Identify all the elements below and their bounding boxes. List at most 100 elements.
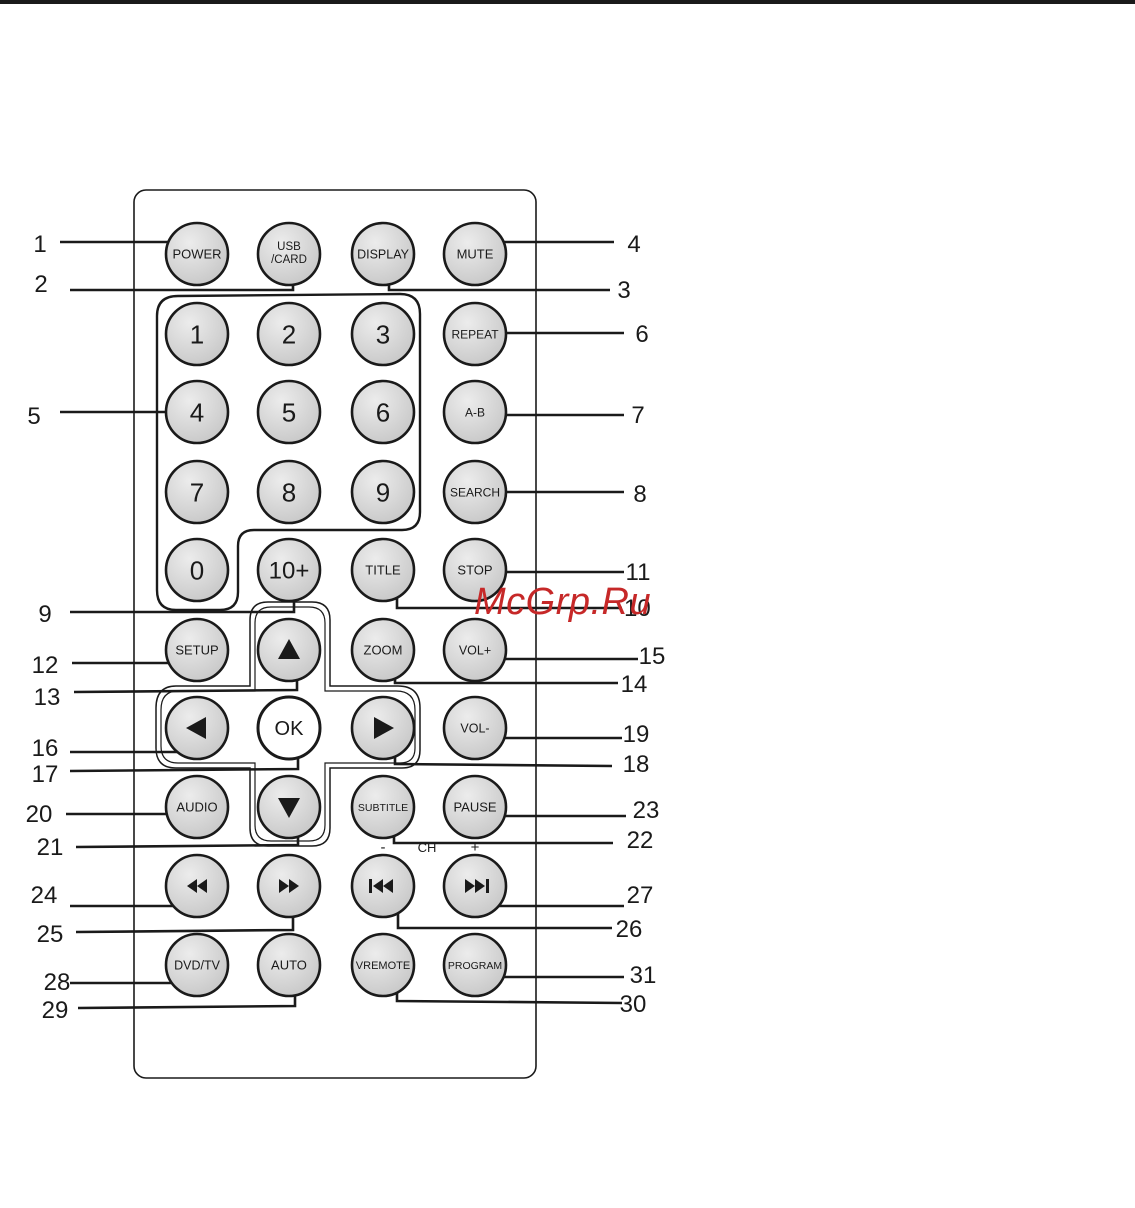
mute-button[interactable]: MUTE — [444, 223, 506, 285]
callout-number-12: 12 — [32, 652, 59, 679]
ten-plus-button-label: 10+ — [269, 558, 310, 585]
digit-1-button[interactable]: 1 — [166, 303, 228, 365]
ok-button[interactable]: OK — [258, 697, 320, 759]
ten-plus-button[interactable]: 10+ — [258, 539, 320, 601]
callout-number-21: 21 — [37, 834, 64, 861]
callout-number-30: 30 — [620, 991, 647, 1018]
digit-2-button[interactable]: 2 — [258, 303, 320, 365]
callout-number-28: 28 — [44, 969, 71, 996]
callout-number-19: 19 — [623, 721, 650, 748]
callout-number-29: 29 — [42, 997, 69, 1024]
watermark: McGrp.Ru — [474, 583, 651, 621]
subtitle-button-label: SUBTITLE — [358, 802, 408, 814]
ch-minus-mark: - — [381, 839, 386, 856]
auto-button-label: AUTO — [271, 958, 307, 973]
display-button[interactable]: DISPLAY — [352, 223, 414, 285]
zoom-button[interactable]: ZOOM — [352, 619, 414, 681]
ch-label: CH — [418, 840, 437, 855]
callout-number-2: 2 — [34, 271, 47, 298]
arrow-right-button[interactable] — [352, 697, 414, 759]
audio-button-label: AUDIO — [176, 800, 217, 815]
callout-number-26: 26 — [616, 916, 643, 943]
callout-number-7: 7 — [631, 402, 644, 429]
digit-7-button-label: 7 — [190, 477, 204, 507]
callout-number-31: 31 — [630, 962, 657, 989]
ch-next-button[interactable] — [444, 855, 506, 917]
callout-number-24: 24 — [31, 882, 58, 909]
arrow-down-button[interactable] — [258, 776, 320, 838]
subtitle-button[interactable]: SUBTITLE — [352, 776, 414, 838]
digit-2-button-label: 2 — [282, 319, 296, 349]
audio-button[interactable]: AUDIO — [166, 776, 228, 838]
digit-4-button[interactable]: 4 — [166, 381, 228, 443]
callout-number-23: 23 — [633, 797, 660, 824]
arrow-left-button[interactable] — [166, 697, 228, 759]
digit-6-button[interactable]: 6 — [352, 381, 414, 443]
digit-3-button[interactable]: 3 — [352, 303, 414, 365]
callout-number-14: 14 — [621, 671, 648, 698]
pause-button[interactable]: PAUSE — [444, 776, 506, 838]
callout-number-27: 27 — [627, 882, 654, 909]
callout-number-6: 6 — [635, 321, 648, 348]
callout-number-1: 1 — [33, 231, 46, 258]
digit-8-button-label: 8 — [282, 477, 296, 507]
program-button[interactable]: PROGRAM — [444, 934, 506, 996]
fast-forward-button[interactable] — [258, 855, 320, 917]
ok-button-label: OK — [275, 718, 305, 740]
callout-number-18: 18 — [623, 751, 650, 778]
vremote-button-label: VREMOTE — [356, 960, 410, 972]
digit-6-button-label: 6 — [376, 397, 390, 427]
setup-button[interactable]: SETUP — [166, 619, 228, 681]
callout-number-16: 16 — [32, 735, 59, 762]
dvd-tv-button-label: DVD/TV — [174, 959, 221, 973]
digit-4-button-label: 4 — [190, 397, 204, 427]
arrow-up-button[interactable] — [258, 619, 320, 681]
ch-plus-mark: + — [471, 839, 480, 856]
ch-prev-button[interactable] — [352, 855, 414, 917]
digit-9-button[interactable]: 9 — [352, 461, 414, 523]
search-button[interactable]: SEARCH — [444, 461, 506, 523]
digit-7-button[interactable]: 7 — [166, 461, 228, 523]
vol-minus-button-label: VOL- — [460, 722, 489, 736]
callout-number-8: 8 — [633, 481, 646, 508]
vol-plus-button-label: VOL+ — [459, 644, 491, 658]
a-b-button[interactable]: A-B — [444, 381, 506, 443]
digit-5-button[interactable]: 5 — [258, 381, 320, 443]
callout-number-9: 9 — [38, 601, 51, 628]
callout-number-3: 3 — [617, 277, 630, 304]
pause-button-label: PAUSE — [453, 800, 496, 815]
usb-card-button[interactable]: USB/CARD — [258, 223, 320, 285]
digit-0-button[interactable]: 0 — [166, 539, 228, 601]
callout-number-4: 4 — [627, 231, 640, 258]
callout-number-15: 15 — [639, 643, 666, 670]
repeat-button[interactable]: REPEAT — [444, 303, 506, 365]
digit-0-button-label: 0 — [190, 555, 204, 585]
dvd-tv-button[interactable]: DVD/TV — [166, 934, 228, 996]
callout-number-22: 22 — [627, 827, 654, 854]
search-button-label: SEARCH — [450, 485, 500, 499]
zoom-button-label: ZOOM — [364, 643, 403, 658]
vol-plus-button[interactable]: VOL+ — [444, 619, 506, 681]
callout-number-13: 13 — [34, 684, 61, 711]
power-button-label: POWER — [172, 247, 221, 262]
display-button-label: DISPLAY — [357, 248, 410, 262]
a-b-button-label: A-B — [465, 405, 485, 419]
digit-8-button[interactable]: 8 — [258, 461, 320, 523]
digit-9-button-label: 9 — [376, 477, 390, 507]
title-button[interactable]: TITLE — [352, 539, 414, 601]
callout-number-20: 20 — [26, 801, 53, 828]
repeat-button-label: REPEAT — [451, 327, 499, 341]
callout-number-5: 5 — [27, 403, 40, 430]
mute-button-label: MUTE — [457, 247, 494, 262]
stop-button-label: STOP — [457, 563, 492, 578]
power-button[interactable]: POWER — [166, 223, 228, 285]
callout-number-17: 17 — [32, 761, 59, 788]
title-button-label: TITLE — [365, 563, 401, 578]
fast-rewind-button[interactable] — [166, 855, 228, 917]
vol-minus-button[interactable]: VOL- — [444, 697, 506, 759]
program-button-label: PROGRAM — [448, 960, 502, 972]
auto-button[interactable]: AUTO — [258, 934, 320, 996]
digit-3-button-label: 3 — [376, 319, 390, 349]
setup-button-label: SETUP — [175, 643, 218, 658]
vremote-button[interactable]: VREMOTE — [352, 934, 414, 996]
